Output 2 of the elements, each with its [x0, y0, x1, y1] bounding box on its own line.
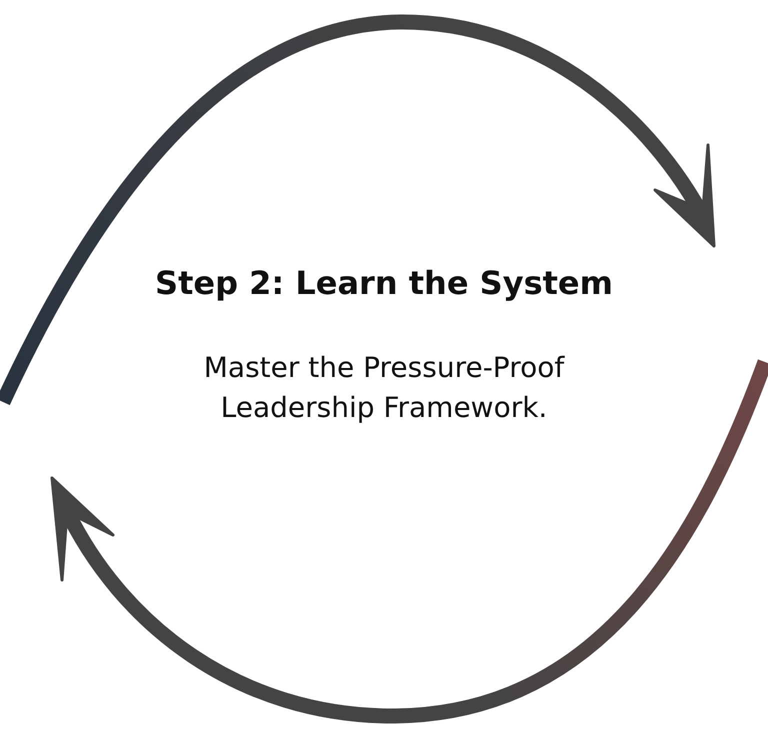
description-text: Master the Pressure-Proof Leadership Framework. [202, 350, 566, 426]
heading: Step 2: Learn the System [154, 263, 614, 304]
